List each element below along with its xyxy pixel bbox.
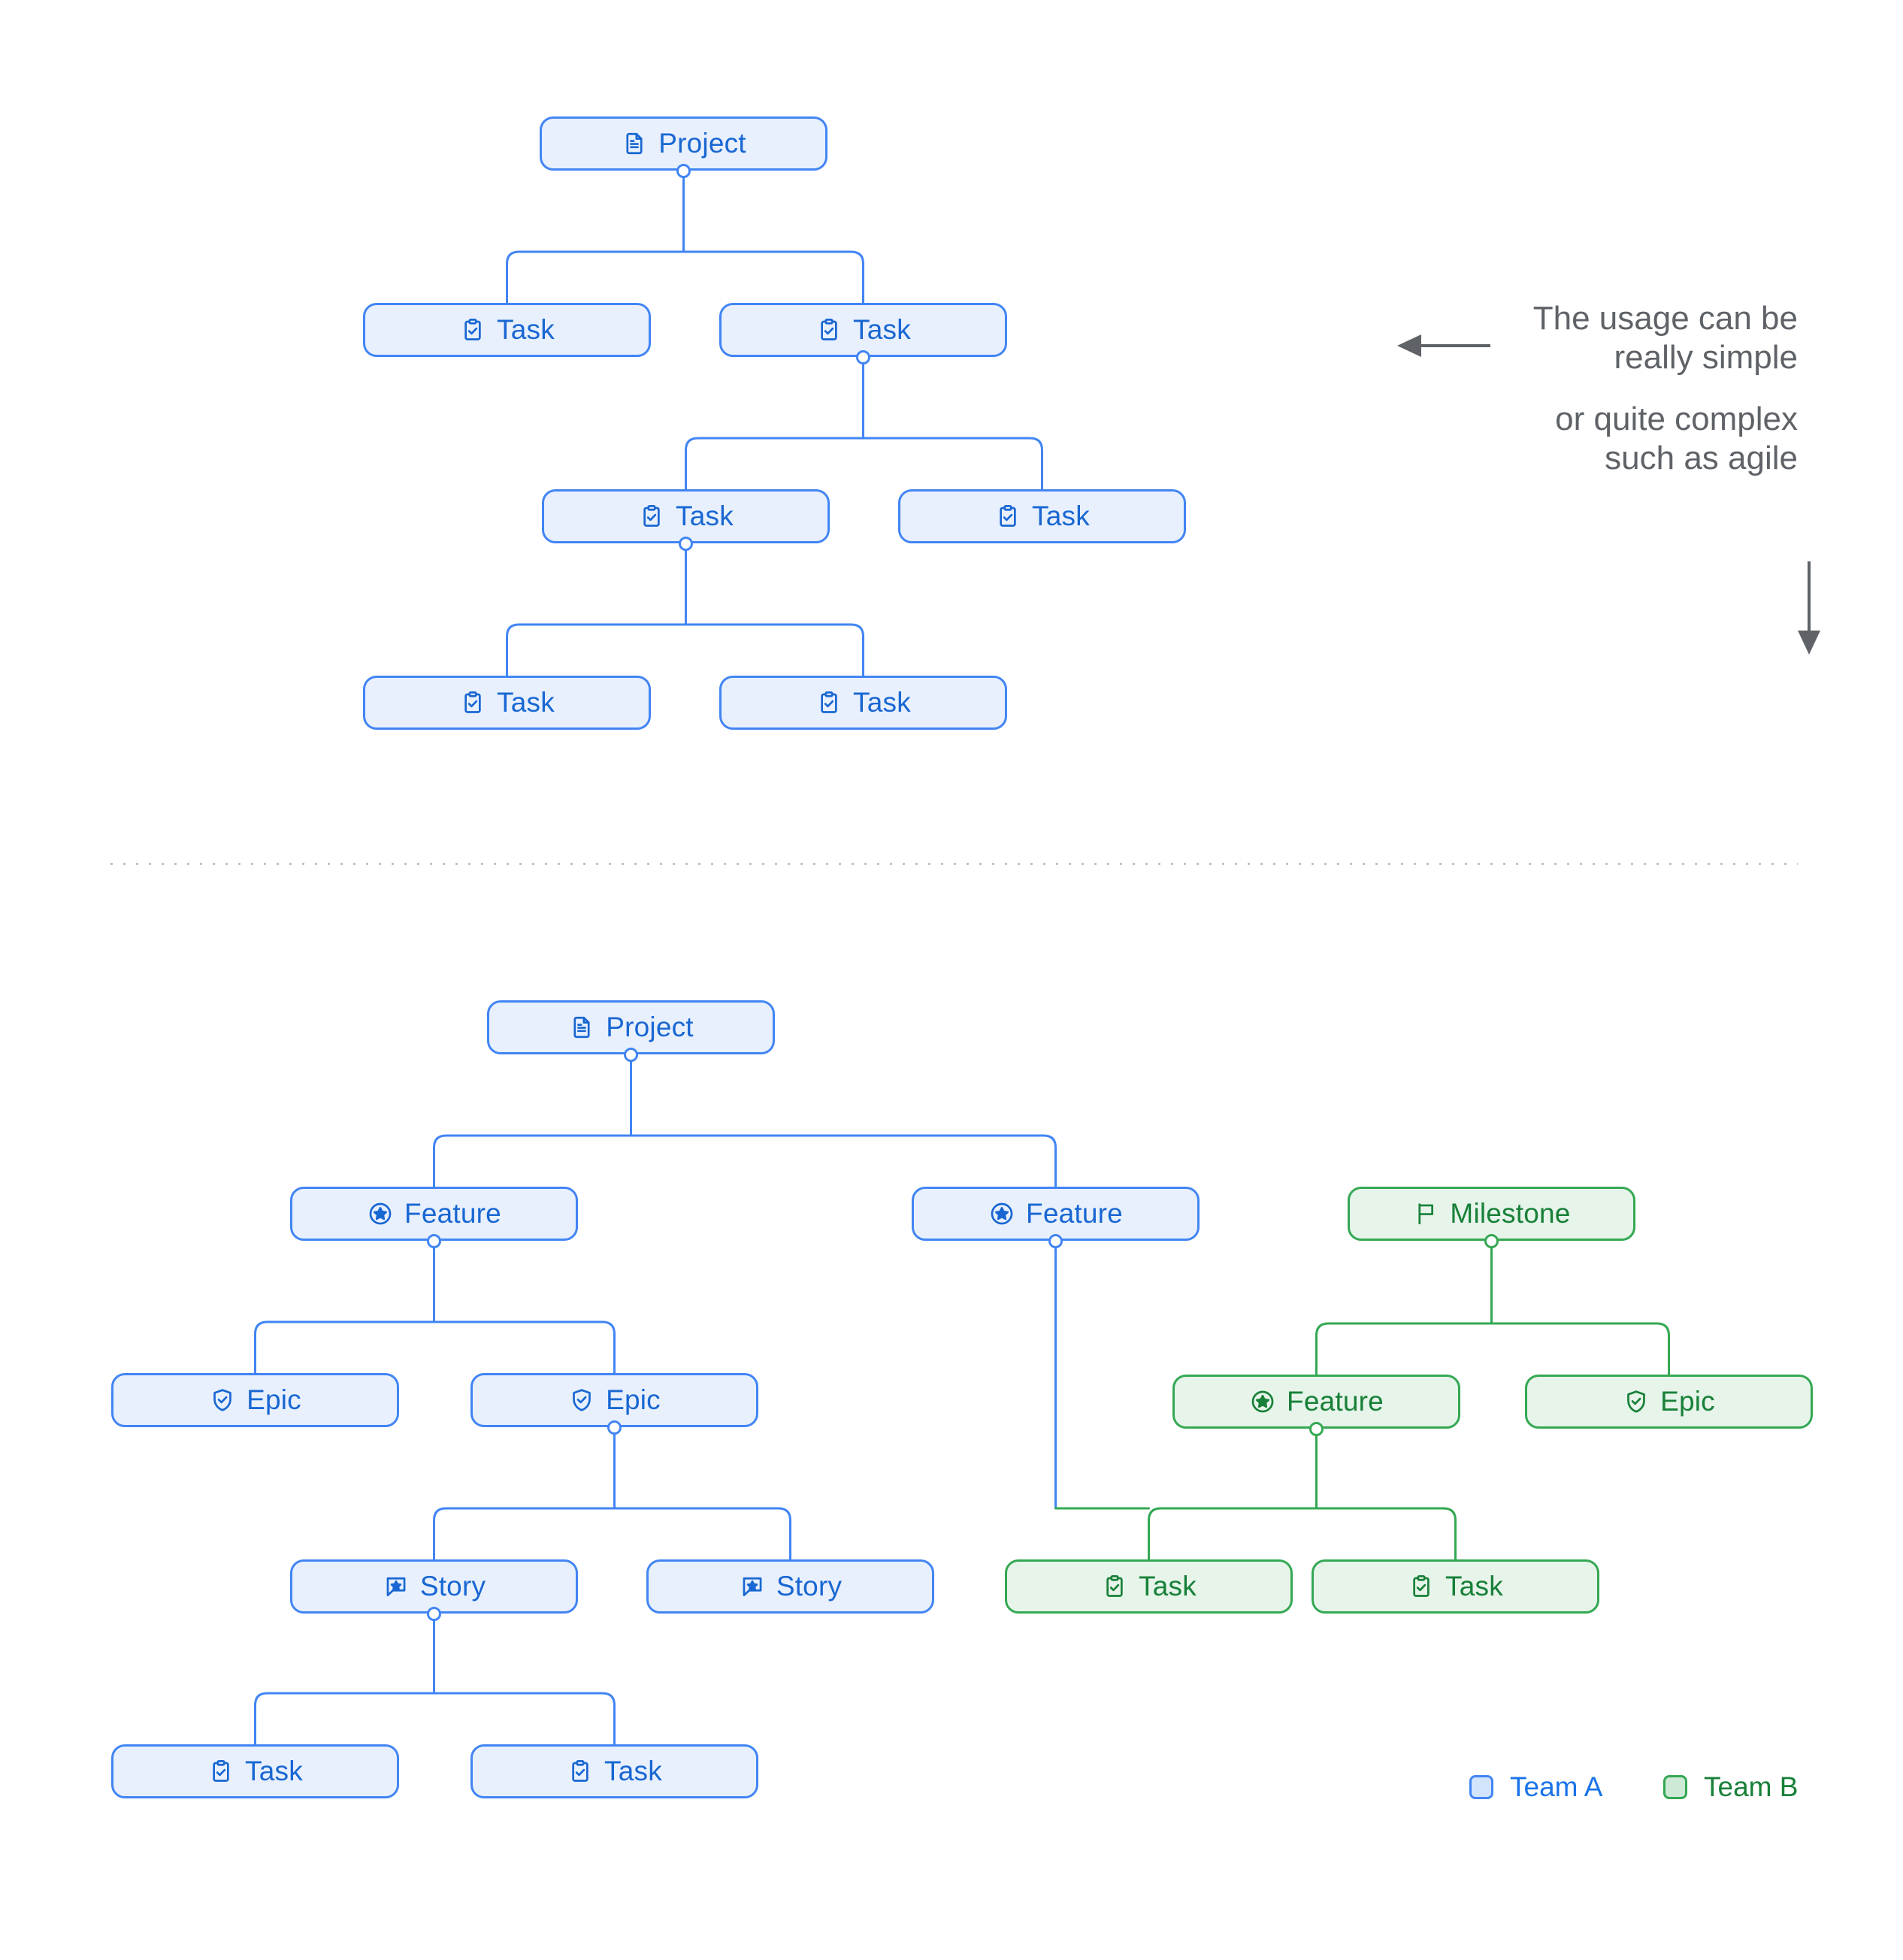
node-story[interactable]: Story [290, 1559, 578, 1614]
node-expand-handle[interactable] [679, 536, 693, 551]
clipboard-check-icon [638, 503, 665, 530]
node-label: Feature [404, 1197, 501, 1229]
node-label: Story [419, 1570, 486, 1602]
node-task[interactable]: Task [1312, 1559, 1599, 1614]
node-label: Project [658, 127, 746, 159]
node-label: Milestone [1450, 1197, 1571, 1229]
node-label: Task [853, 313, 911, 345]
node-expand-handle[interactable] [427, 1606, 441, 1621]
node-label: Feature [1026, 1197, 1123, 1229]
legend-team-a: Team A [1469, 1771, 1602, 1803]
annotation-line-1: The usage can be [1532, 300, 1798, 337]
node-task[interactable]: Task [363, 676, 651, 730]
document-icon [621, 130, 648, 157]
node-label: Task [853, 686, 911, 718]
node-expand-handle[interactable] [427, 1233, 441, 1248]
legend-team-b-label: Team B [1704, 1771, 1799, 1802]
shield-check-icon [1623, 1388, 1650, 1415]
node-label: Task [245, 1755, 303, 1786]
node-expand-handle[interactable] [624, 1047, 638, 1062]
node-task[interactable]: Task [898, 489, 1186, 543]
node-task[interactable]: Task [719, 676, 1007, 730]
connector [1148, 1507, 1457, 1561]
connector [506, 250, 864, 304]
clipboard-check-icon [815, 316, 843, 343]
star-circle-icon [367, 1200, 394, 1227]
node-label: Epic [1660, 1385, 1715, 1417]
node-label: Task [1032, 500, 1090, 531]
clipboard-check-icon [994, 503, 1021, 530]
node-label: Task [1445, 1570, 1503, 1602]
node-label: Project [606, 1011, 694, 1042]
node-feature[interactable]: Feature [290, 1187, 578, 1241]
document-icon [568, 1014, 595, 1041]
annotation-text: The usage can be really simple or quite … [1473, 299, 1798, 478]
legend-team-a-label: Team A [1510, 1771, 1603, 1802]
node-label: Task [1139, 1570, 1197, 1602]
clipboard-check-icon [207, 1758, 234, 1785]
connector [685, 437, 1043, 491]
story-star-icon [383, 1573, 410, 1600]
connector [433, 1134, 1057, 1188]
node-task[interactable]: Task [363, 303, 651, 357]
annotation-line-2: really simple [1614, 338, 1798, 376]
shield-check-icon [568, 1387, 595, 1414]
clipboard-check-icon [1408, 1573, 1435, 1600]
connector [433, 1507, 791, 1561]
clipboard-check-icon [815, 689, 843, 716]
node-expand-handle[interactable] [607, 1420, 622, 1435]
legend-team-b: Team B [1663, 1771, 1798, 1803]
node-expand-handle[interactable] [676, 163, 691, 178]
node-task[interactable]: Task [719, 303, 1007, 357]
node-project[interactable]: Project [540, 116, 827, 171]
node-task[interactable]: Task [542, 489, 830, 543]
annotation-line-4: such as agile [1605, 439, 1798, 476]
connector [506, 623, 864, 677]
node-label: Task [497, 313, 555, 345]
node-expand-handle[interactable] [856, 349, 870, 364]
clipboard-check-icon [567, 1758, 594, 1785]
node-label: Task [604, 1755, 662, 1786]
node-expand-handle[interactable] [1484, 1233, 1499, 1248]
connector [1315, 1322, 1670, 1376]
node-milestone[interactable]: Milestone [1348, 1187, 1635, 1241]
section-divider [105, 863, 1798, 865]
node-label: Task [497, 686, 555, 718]
node-project[interactable]: Project [487, 1000, 775, 1054]
node-epic[interactable]: Epic [111, 1373, 399, 1427]
node-task[interactable]: Task [470, 1744, 758, 1798]
node-epic[interactable]: Epic [470, 1373, 758, 1427]
node-story[interactable]: Story [646, 1559, 934, 1614]
shield-check-icon [209, 1387, 236, 1414]
node-epic[interactable]: Epic [1525, 1375, 1813, 1429]
connector [254, 1692, 616, 1746]
flag-icon [1412, 1200, 1439, 1227]
annotation-line-3: or quite complex [1555, 400, 1798, 437]
node-label: Feature [1287, 1385, 1384, 1417]
story-star-icon [739, 1573, 766, 1600]
node-label: Task [676, 500, 734, 531]
blue-swatch-icon [1469, 1775, 1493, 1799]
star-circle-icon [988, 1200, 1015, 1227]
connector [254, 1320, 616, 1375]
node-feature[interactable]: Feature [912, 1187, 1200, 1241]
node-label: Epic [247, 1384, 301, 1415]
node-task[interactable]: Task [1005, 1559, 1293, 1614]
node-expand-handle[interactable] [1309, 1421, 1324, 1436]
arrow-left-icon [1397, 334, 1490, 357]
node-task[interactable]: Task [111, 1744, 399, 1798]
arrow-down-icon [1798, 561, 1820, 655]
node-feature[interactable]: Feature [1172, 1375, 1460, 1429]
clipboard-check-icon [459, 316, 486, 343]
node-expand-handle[interactable] [1048, 1233, 1063, 1248]
clipboard-check-icon [459, 689, 486, 716]
node-label: Story [776, 1570, 843, 1602]
clipboard-check-icon [1101, 1573, 1128, 1600]
node-label: Epic [606, 1384, 661, 1415]
star-circle-icon [1249, 1388, 1276, 1415]
green-swatch-icon [1663, 1775, 1687, 1799]
